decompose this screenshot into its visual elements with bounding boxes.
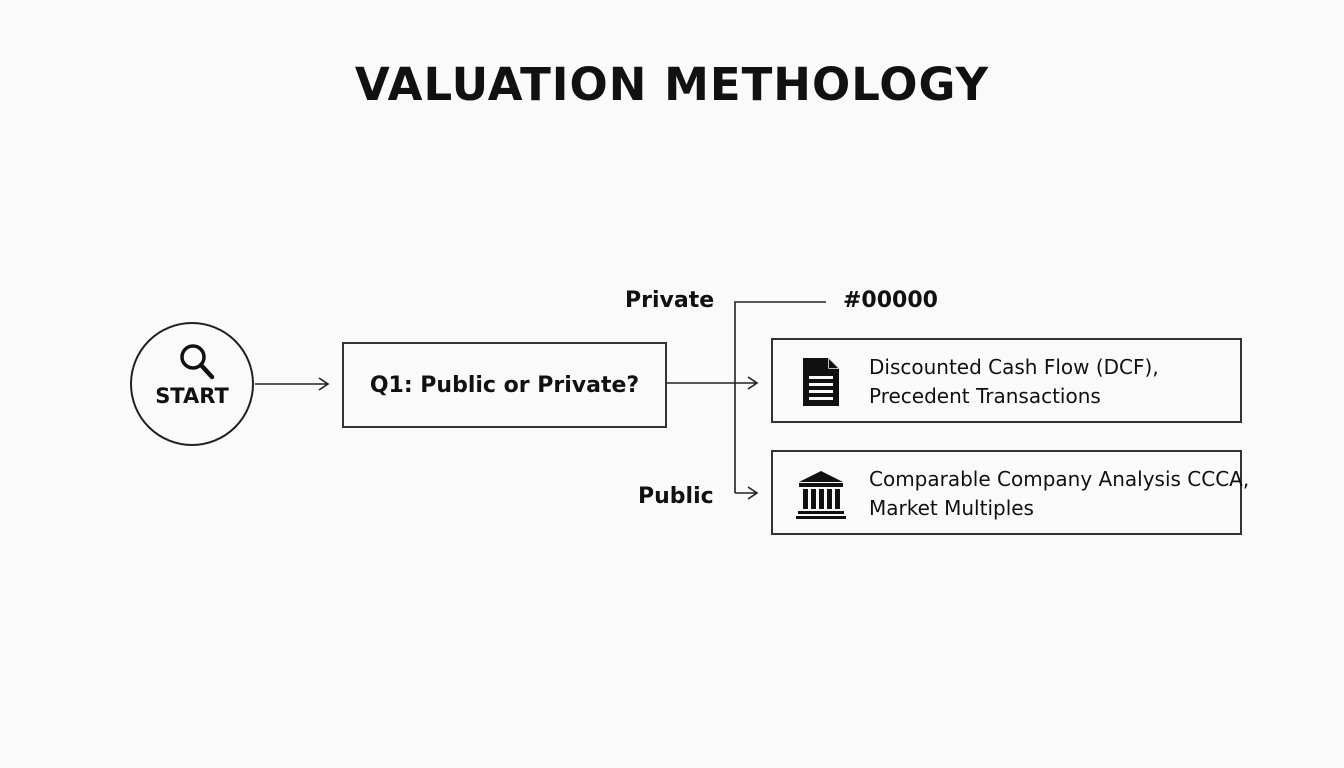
result-text-public: Comparable Company Analysis CCCA, Market… <box>869 465 1249 523</box>
result-line: Comparable Company Analysis CCCA, <box>869 467 1250 491</box>
magnifier-icon <box>180 344 215 380</box>
start-node: START <box>130 322 254 446</box>
private-branch-label: Private <box>625 288 715 313</box>
page-title: VALUATION METHOLOGY <box>354 58 990 111</box>
document-icon <box>803 358 839 406</box>
bank-building-icon <box>796 471 846 519</box>
result-box-public: Comparable Company Analysis CCCA, Market… <box>771 450 1249 535</box>
result-box-private: Discounted Cash Flow (DCF), Precedent Tr… <box>771 338 1242 423</box>
arrow-start-to-question <box>255 377 330 391</box>
public-branch-label: Public <box>638 484 714 509</box>
result-line: Market Multiples <box>869 496 1034 520</box>
code-label: #00000 <box>843 288 938 313</box>
branch-trunk <box>734 301 826 493</box>
arrow-question-to-private-result <box>667 376 759 390</box>
start-label: START <box>155 384 229 408</box>
question-node: Q1: Public or Private? <box>342 342 667 428</box>
result-line: Discounted Cash Flow (DCF), <box>869 355 1159 379</box>
result-text-private: Discounted Cash Flow (DCF), Precedent Tr… <box>869 353 1159 411</box>
arrow-to-public-result <box>735 486 759 500</box>
result-line: Precedent Transactions <box>869 384 1101 408</box>
question-label: Q1: Public or Private? <box>369 372 640 398</box>
